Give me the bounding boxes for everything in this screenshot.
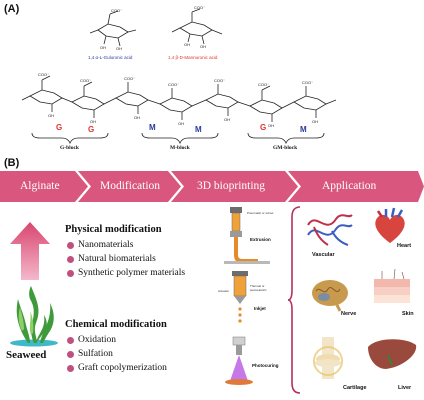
banner-segment-application xyxy=(288,171,424,202)
svg-text:COO⁻: COO⁻ xyxy=(302,80,313,85)
unit-label-6: M xyxy=(300,125,307,134)
bullet-icon xyxy=(67,255,74,263)
banner-segment-modification xyxy=(78,171,181,202)
photocuring-label: Photocuring xyxy=(252,363,279,368)
svg-text:OH: OH xyxy=(200,44,206,49)
svg-text:OH: OH xyxy=(178,121,184,126)
svg-text:COO⁻: COO⁻ xyxy=(258,82,269,87)
banner-label-application: Application xyxy=(322,180,377,192)
unit-label-3: M xyxy=(149,123,156,132)
svg-text:COO⁻: COO⁻ xyxy=(124,76,135,81)
extrusion-printer-icon xyxy=(224,207,270,264)
chemical-item: Sulfation xyxy=(67,349,113,359)
liver-label: Liver xyxy=(398,385,412,391)
panel-a-label: (A) xyxy=(4,3,20,15)
physical-item: Nanomaterials xyxy=(67,240,133,250)
cartilage-label: Cartilage xyxy=(343,385,367,391)
application-bracket xyxy=(288,206,301,394)
g-block-brace xyxy=(31,132,109,145)
vascular-label: Vascular xyxy=(312,252,335,258)
inkjet-actuator-note: Actuator xyxy=(218,289,230,293)
cartilage-icon xyxy=(313,337,343,379)
unit-label-4: M xyxy=(195,125,202,134)
skin-label: Skin xyxy=(402,311,414,317)
skin-icon xyxy=(374,268,410,303)
svg-text:COO⁻: COO⁻ xyxy=(80,78,91,83)
m-block-brace xyxy=(141,132,219,145)
guluronic-acid-label: 1,4 α-L-Guluronic acid xyxy=(88,55,133,60)
bullet-icon xyxy=(67,364,74,372)
banner-label-modification: Modification xyxy=(100,180,161,192)
nerve-label: Nerve xyxy=(341,311,357,317)
gm-block-brace xyxy=(247,132,325,145)
seaweed-label: Seaweed xyxy=(6,349,47,361)
unit-label-2: G xyxy=(88,125,95,134)
svg-text:OH: OH xyxy=(224,117,230,122)
guluronic-monomer xyxy=(89,10,137,47)
application-organs-diagram xyxy=(307,207,417,379)
svg-text:OH: OH xyxy=(268,123,274,128)
svg-text:COO⁻: COO⁻ xyxy=(214,78,225,83)
svg-text:OH: OH xyxy=(312,119,318,124)
panel-b-label: (B) xyxy=(4,157,20,169)
brain-icon xyxy=(312,280,348,312)
mannuronic-monomer xyxy=(171,8,223,45)
photocuring-printer-icon xyxy=(225,336,253,385)
alginate-structure-diagram: COO⁻ OH OH COO⁻ OH OH COO⁻ COO⁻ COO⁻ COO… xyxy=(21,5,337,145)
extrusion-label: Extrusion xyxy=(250,237,271,242)
seaweed-illustration xyxy=(10,286,58,347)
banner-label-alginate: Alginate xyxy=(20,180,60,192)
bullet-icon xyxy=(67,269,74,277)
banner-segment-bioprinting xyxy=(171,171,298,202)
physical-item: Synthetic polymer materials xyxy=(67,268,185,278)
svg-text:OH: OH xyxy=(48,113,54,118)
bullet-icon xyxy=(67,241,74,249)
svg-text:OH: OH xyxy=(100,45,106,50)
inkjet-thermal-note: Thermal or piezoelectric xyxy=(250,284,267,292)
svg-text:OH: OH xyxy=(90,119,96,124)
heart-label: Heart xyxy=(397,243,412,249)
mannuronic-acid-label: 1,4 β-D-Mannuronic acid xyxy=(168,55,218,60)
process-banner xyxy=(0,171,424,202)
chemical-modification-title: Chemical modification xyxy=(65,319,167,330)
bullet-icon xyxy=(67,336,74,344)
m-block-label: M-block xyxy=(170,145,190,151)
bioprinting-methods-diagram xyxy=(224,207,270,385)
physical-modification-title: Physical modification xyxy=(65,224,162,235)
vascular-icon xyxy=(307,214,353,246)
svg-text:COO⁻: COO⁻ xyxy=(168,82,179,87)
chemical-item: Oxidation xyxy=(67,335,116,345)
svg-text:OH: OH xyxy=(184,42,190,47)
banner-segment-alginate xyxy=(0,171,88,202)
heart-icon xyxy=(375,207,405,243)
inkjet-label: Inkjet xyxy=(254,306,266,311)
banner-label-bioprinting: 3D bioprinting xyxy=(197,180,266,192)
unit-label-1: G xyxy=(56,123,63,132)
liver-icon xyxy=(368,339,417,369)
upward-arrow-icon xyxy=(10,222,50,280)
chemical-item: Graft copolymerization xyxy=(67,363,167,373)
inkjet-printer-icon xyxy=(232,271,248,323)
svg-text:OH: OH xyxy=(134,115,140,120)
svg-text:COO⁻: COO⁻ xyxy=(194,5,205,10)
extrusion-note: Pneumatic or screw xyxy=(247,211,274,215)
svg-text:OH: OH xyxy=(116,46,122,51)
svg-text:COO⁻: COO⁻ xyxy=(111,8,122,13)
svg-text:COO⁻: COO⁻ xyxy=(38,72,49,77)
g-block-label: G-block xyxy=(60,145,79,151)
polymer-chain xyxy=(21,75,337,122)
gm-block-label: GM-block xyxy=(273,145,298,151)
bullet-icon xyxy=(67,350,74,358)
physical-item: Natural biomaterials xyxy=(67,254,156,264)
unit-label-5: G xyxy=(260,123,267,132)
